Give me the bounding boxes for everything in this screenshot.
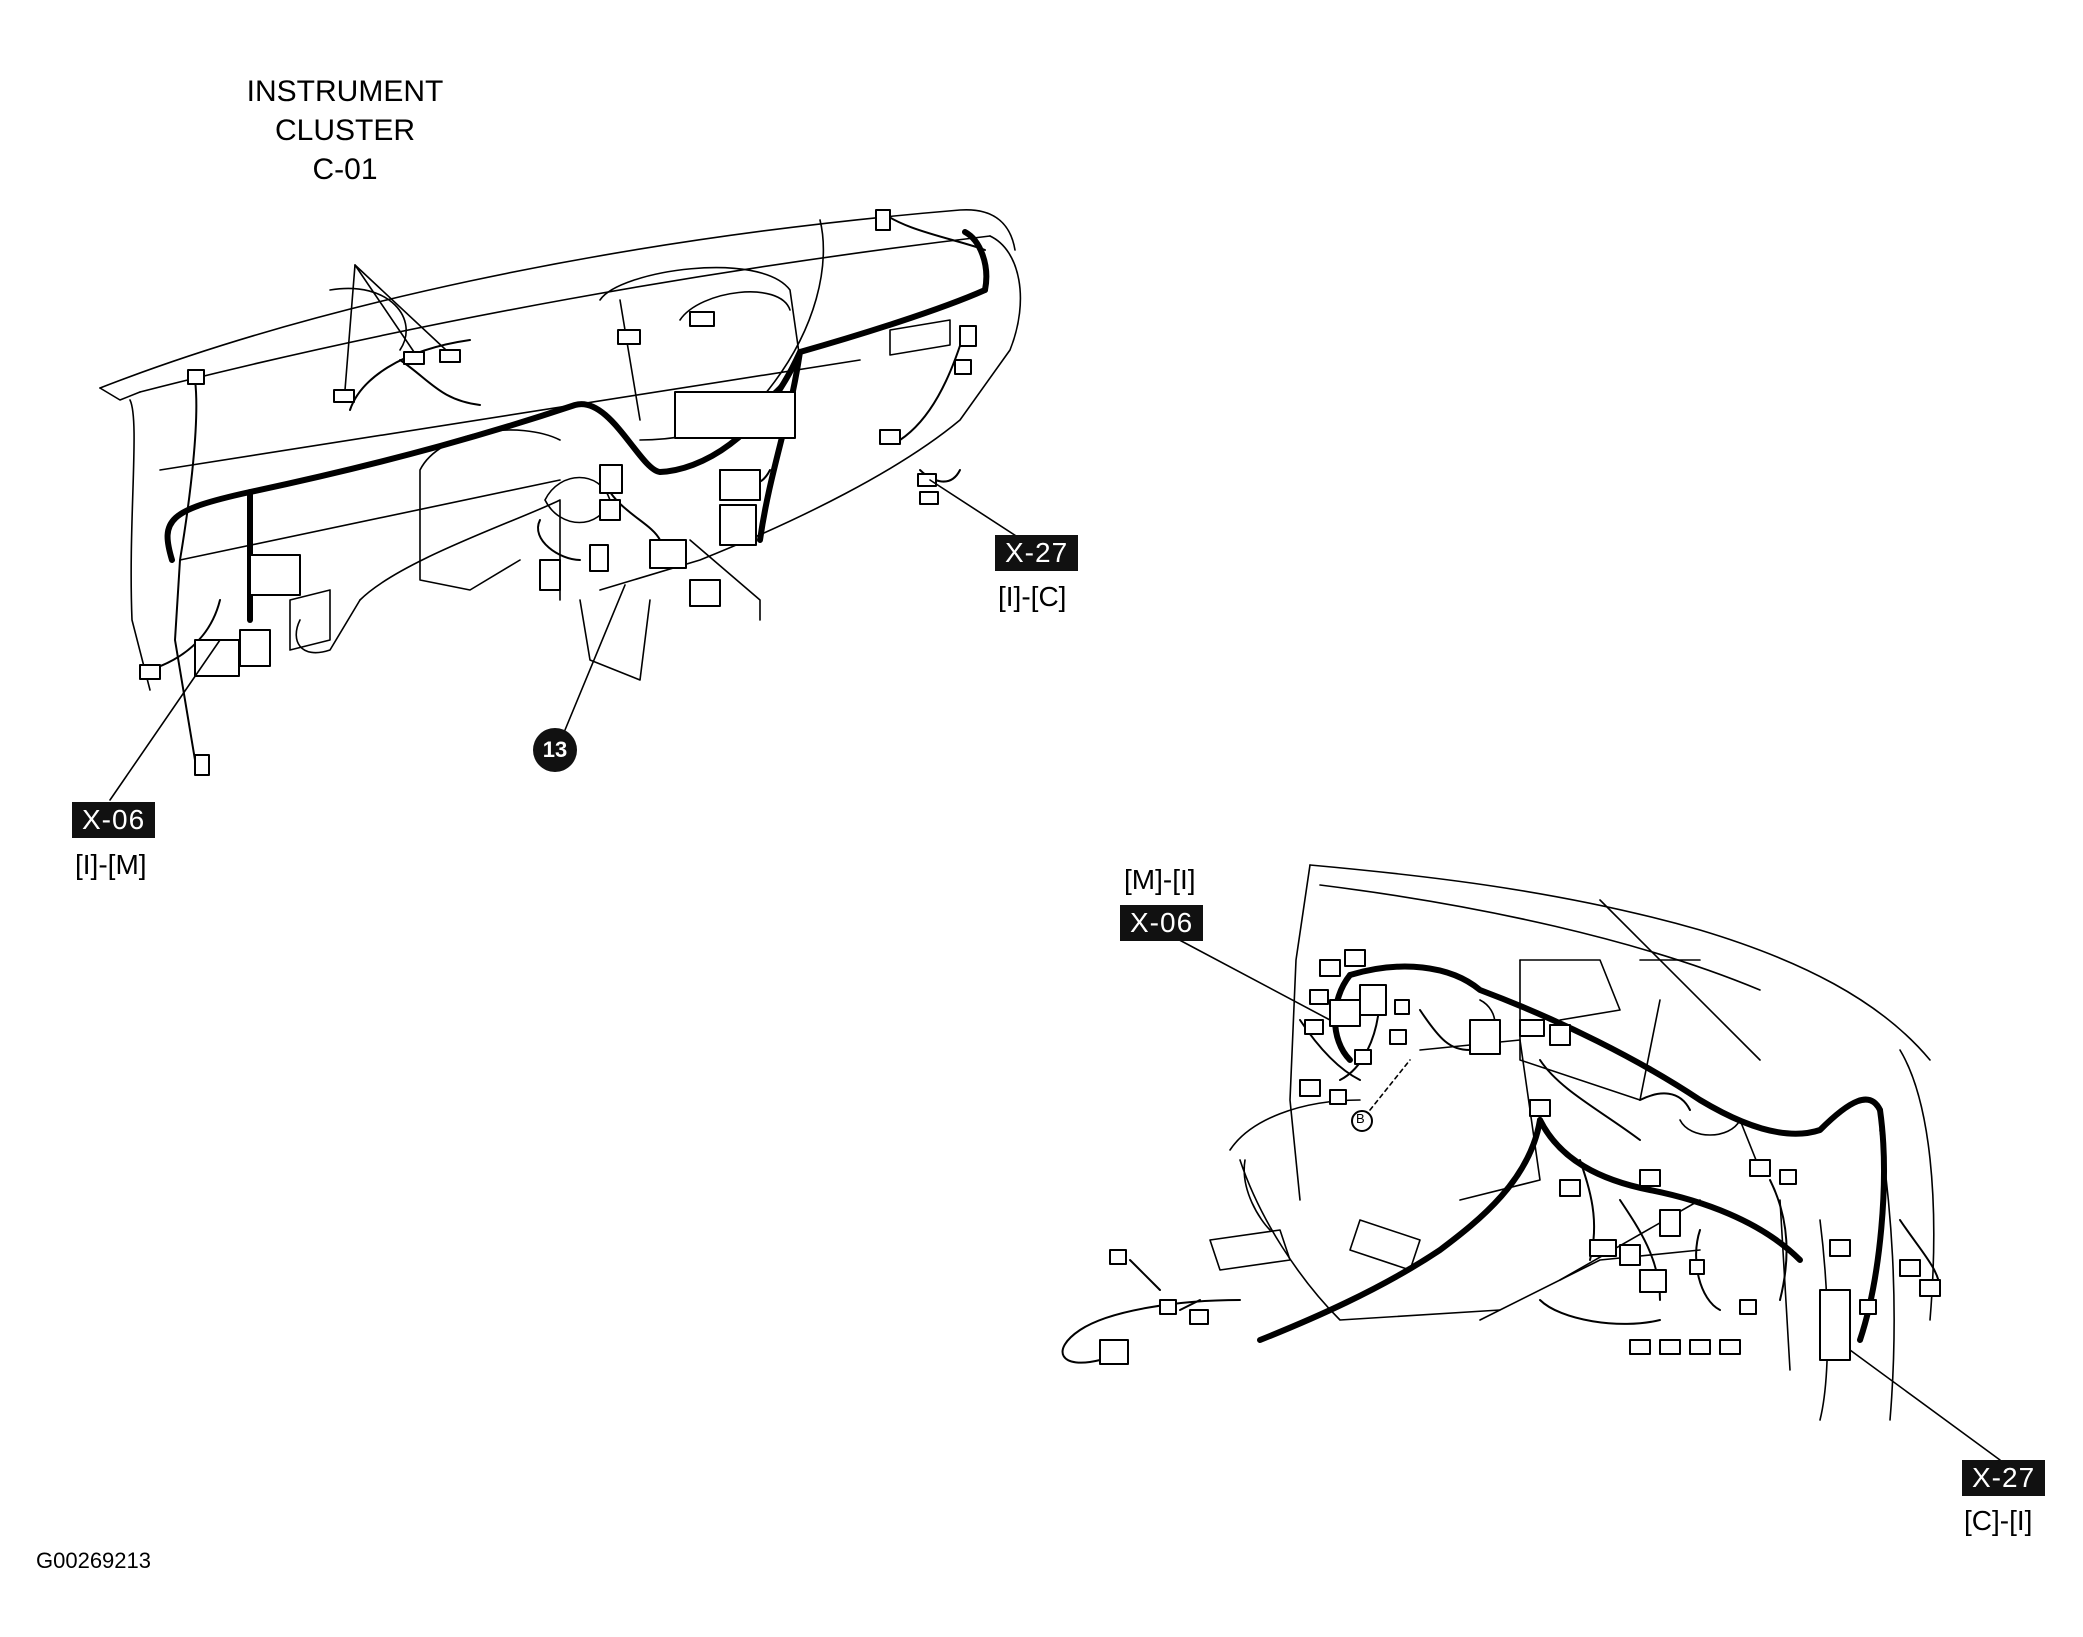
upper-x27-pins: [I]-[C] bbox=[998, 581, 1067, 612]
upper-x27-tag: X-27 bbox=[995, 535, 1079, 571]
instrument-cluster-line-1: INSTRUMENT bbox=[246, 75, 444, 108]
upper-connectors bbox=[139, 209, 977, 776]
lower-leader-lines bbox=[1169, 934, 2001, 1461]
instrument-cluster-connector-id: C-01 bbox=[312, 153, 378, 186]
lower-ground-dash bbox=[1369, 1059, 1411, 1111]
instrument-cluster-label: INSTRUMENT CLUSTER C-01 bbox=[225, 72, 465, 189]
lower-wiring-harness bbox=[1257, 963, 1887, 1343]
upper-dashboard-outline bbox=[99, 209, 1022, 691]
lower-x27-tag: X-27 bbox=[1962, 1460, 2046, 1496]
figure-id: G00269213 bbox=[36, 1548, 151, 1573]
lower-ground-b-label: B bbox=[1356, 1111, 1365, 1126]
lower-connectors bbox=[1099, 949, 1941, 1365]
lower-x06-pins: [M]-[I] bbox=[1124, 864, 1196, 895]
upper-leader-lines bbox=[109, 264, 1031, 801]
callout-13-badge: 13 bbox=[533, 728, 577, 772]
instrument-cluster-line-2: CLUSTER bbox=[274, 114, 416, 147]
upper-x06-pins: [I]-[M] bbox=[75, 849, 147, 880]
lower-x06-tag: X-06 bbox=[1120, 905, 1204, 941]
lower-branch-wires bbox=[1061, 989, 1941, 1364]
lower-x27-pins: [C]-[I] bbox=[1964, 1505, 2033, 1536]
lower-ground-point-b bbox=[1351, 1110, 1373, 1132]
upper-x06-tag: X-06 bbox=[72, 802, 156, 838]
